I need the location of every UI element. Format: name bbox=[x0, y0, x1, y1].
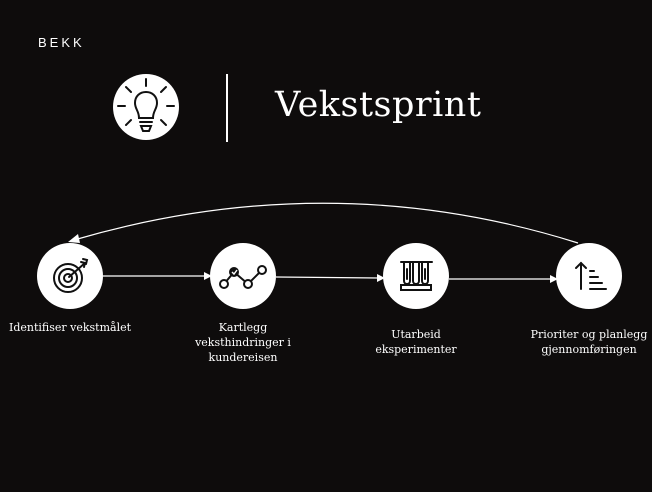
page-title: Vekstsprint bbox=[275, 85, 482, 125]
step-kartlegg-veksthindringer bbox=[210, 243, 276, 309]
arrowhead-3 bbox=[550, 275, 558, 283]
return-arrow bbox=[73, 202, 579, 244]
step-label-2: Kartlegg veksthindringer i kundereisen bbox=[195, 321, 291, 364]
step-utarbeid-eksperimenter bbox=[383, 243, 449, 309]
step-label-3: Utarbeid eksperimenter bbox=[375, 328, 457, 356]
return-arrowhead bbox=[68, 234, 80, 243]
test-tubes-icon bbox=[383, 243, 449, 309]
sort-ascending-icon bbox=[556, 243, 622, 309]
title-divider bbox=[226, 74, 228, 142]
arrow-2-to-3 bbox=[275, 276, 380, 279]
bekk-logo: BEKK bbox=[38, 35, 85, 50]
target-icon bbox=[37, 243, 103, 309]
arrowhead-2 bbox=[377, 274, 385, 282]
line-chart-icon bbox=[210, 243, 276, 309]
step-identifiser-vekstmalet bbox=[37, 243, 103, 309]
step-prioriter-og-planlegg bbox=[556, 243, 622, 309]
arrowhead-1 bbox=[204, 272, 212, 280]
step-label-1: Identifiser vekstmålet bbox=[8, 321, 132, 334]
lightbulb-icon bbox=[113, 74, 179, 140]
step-label-4: Prioriter og planlegg gjennomføringen bbox=[530, 328, 648, 356]
